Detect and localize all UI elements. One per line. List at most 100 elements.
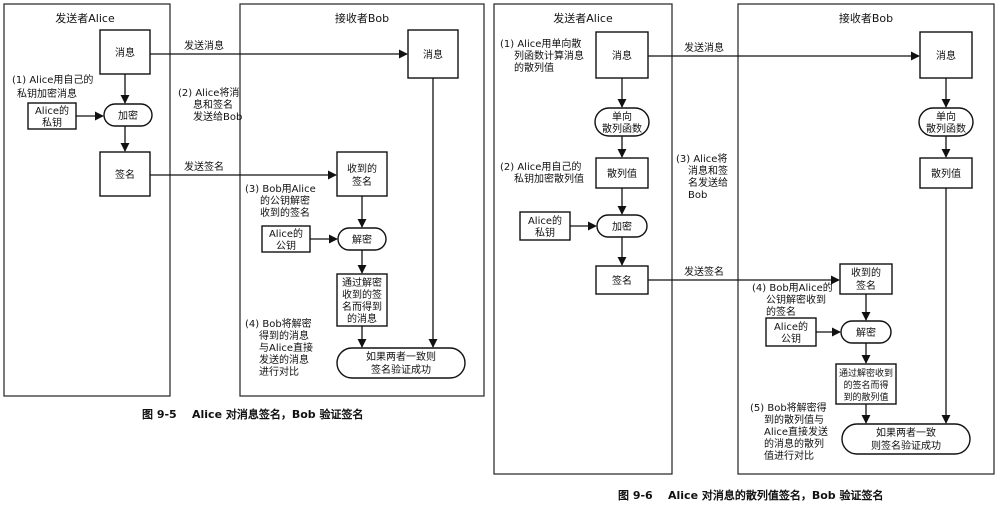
step5-line4: 的消息的散列 (764, 437, 824, 450)
step2-line1: (2) Alice将消 (178, 86, 239, 99)
step4-line2: 得到的消息 (259, 329, 309, 342)
alice-private-key-box (27, 102, 77, 130)
step4-line4: 发送的消息 (259, 353, 309, 366)
alice-public-key-box-2 (765, 317, 817, 347)
step3-line3: 收到的签名 (260, 206, 310, 219)
step5-line5: 值进行对比 (764, 449, 814, 462)
step5-line2: 到的散列值与 (764, 413, 824, 426)
decrypted-line2: 收到的签 (342, 288, 382, 301)
hashval-label: 散列值 (607, 167, 637, 180)
decrypted2-line3: 到的散列值 (843, 391, 888, 403)
step3-line2: 的公钥解密 (260, 194, 310, 207)
caption-9-6-number: 图 9-6 (618, 489, 653, 502)
step2b-line2: 私钥加密散列值 (514, 172, 584, 185)
alice-pub2-line2: 公钥 (781, 332, 801, 345)
receiver-lane-2 (737, 3, 995, 475)
receiver-lane-2-title: 接收者Bob (839, 11, 893, 25)
alice-key-line1: Alice的 (35, 104, 69, 117)
step3b-line4: Bob (688, 190, 707, 201)
received-sig2-line1: 收到的 (851, 266, 881, 279)
send-signature-label-2: 发送签名 (684, 265, 724, 278)
bob-hashfn-line1: 单向 (936, 110, 956, 123)
message-box-2 (595, 31, 649, 79)
received-signature-box-2 (839, 263, 893, 295)
step4-line3: 与Alice直接 (259, 341, 313, 354)
step1b-line2: 列函数计算消息 (514, 49, 584, 62)
message-box (99, 29, 151, 75)
receiver-lane (239, 3, 485, 397)
alice-pub-line1: Alice的 (269, 227, 303, 240)
verify2-line2: 则签名验证成功 (871, 439, 941, 452)
verify-line1: 如果两者一致则 (366, 350, 436, 363)
verify-pill-2 (841, 423, 971, 455)
step4b-line1: (4) Bob用Alice的 (752, 281, 833, 294)
figure-9-5: 发送者Alice 接收者Bob 消息 (1) Alice用自己的 私钥加密消息 … (3, 3, 485, 397)
received-sig-line1: 收到的 (347, 162, 377, 175)
bob-hashfn-line2: 散列函数 (926, 122, 966, 135)
step3b-line1: (3) Alice将 (676, 153, 727, 165)
sender-lane (3, 3, 171, 397)
send-message-label-2: 发送消息 (684, 41, 724, 54)
step3b-line3: 名发送给 (688, 176, 728, 189)
step4-line5: 进行对比 (259, 365, 299, 378)
signature-box (99, 151, 151, 197)
message-label: 消息 (115, 46, 135, 59)
message-2-label: 消息 (612, 49, 632, 62)
step3b-line2: 消息和签 (688, 164, 728, 177)
bob-message-box-2 (919, 31, 973, 79)
figure-9-6: 发送者Alice 接收者Bob 消息 (1) Alice用单向散 列函数计算消息… (493, 3, 995, 475)
step2-line3: 发送给Bob (193, 110, 242, 123)
received-signature-box (336, 151, 388, 197)
encrypt2-label: 加密 (612, 220, 632, 233)
step3-line1: (3) Bob用Alice (245, 184, 316, 195)
step4b-line3: 的签名 (766, 305, 796, 318)
step4b-line2: 公钥解密收到 (766, 293, 826, 306)
decrypt2-label: 解密 (856, 326, 876, 339)
decrypted-hash-box (835, 363, 897, 405)
bob-hashval-label: 散列值 (931, 167, 961, 180)
sender-lane-title: 发送者Alice (55, 11, 115, 25)
alice-key2-line2: 私钥 (535, 226, 555, 239)
decrypted-line4: 的消息 (347, 312, 377, 325)
sender-lane-2 (493, 3, 673, 475)
signature-label: 签名 (115, 168, 135, 181)
caption-9-6-text: Alice 对消息的散列值签名，Bob 验证签名 (668, 488, 884, 502)
hashfn-line2: 散列函数 (602, 122, 642, 135)
verify-line2: 签名验证成功 (371, 363, 431, 376)
sender-lane-2-title: 发送者Alice (553, 11, 613, 25)
send-message-label: 发送消息 (184, 39, 224, 52)
bob-message-label: 消息 (423, 48, 443, 61)
step1-line1: (1) Alice用自己的 (12, 73, 93, 86)
verify-pill (336, 347, 466, 379)
step4-line1: (4) Bob将解密 (245, 317, 312, 330)
step5-line3: Alice直接发送 (764, 425, 828, 438)
alice-key2-line1: Alice的 (528, 214, 562, 227)
received-sig-line2: 签名 (352, 175, 372, 188)
alice-public-key-box (261, 225, 311, 253)
decrypt-label: 解密 (352, 233, 372, 246)
signature2-label: 签名 (612, 274, 632, 287)
step2b-line1: (2) Alice用自己的 (500, 160, 581, 173)
step1-line2: 私钥加密消息 (17, 87, 77, 100)
decrypted2-line1: 通过解密收到 (839, 367, 893, 379)
received-sig2-line2: 签名 (856, 279, 876, 292)
step1b-line1: (1) Alice用单向散 (500, 37, 581, 50)
decrypted-line1: 通过解密 (342, 276, 382, 289)
encrypt-pill (103, 103, 153, 127)
verify2-line1: 如果两者一致 (876, 426, 936, 439)
caption-9-5-number: 图 9-5 (142, 408, 177, 421)
encrypt-label: 加密 (118, 109, 138, 122)
bob-message-2-label: 消息 (936, 49, 956, 62)
hashfn-line1: 单向 (612, 110, 632, 123)
decrypted-line3: 名而得到 (342, 300, 382, 313)
caption-9-5-text: Alice 对消息签名，Bob 验证签名 (192, 407, 364, 421)
alice-key-line2: 私钥 (42, 116, 62, 129)
alice-pub2-line1: Alice的 (774, 320, 808, 333)
send-signature-label: 发送签名 (184, 160, 224, 173)
step2-line2: 息和签名 (193, 98, 233, 111)
alice-private-key-box-2 (519, 211, 571, 241)
decrypted2-line2: 的签名而得 (843, 379, 888, 391)
receiver-lane-title: 接收者Bob (335, 11, 389, 25)
hash-value-box (595, 157, 649, 189)
